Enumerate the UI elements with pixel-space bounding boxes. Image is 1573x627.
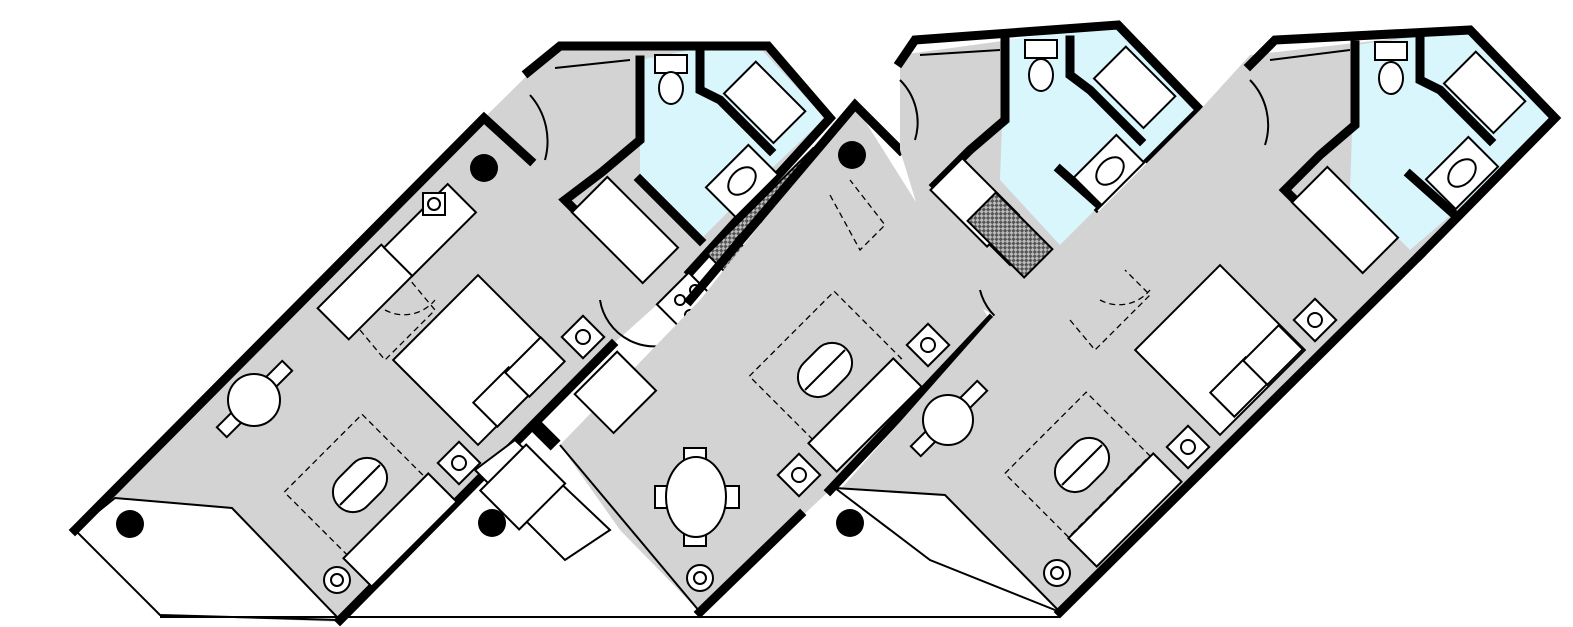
unit-center-desk bbox=[573, 350, 658, 435]
smoke-detector-ring bbox=[693, 571, 707, 585]
toilet-bowl-icon bbox=[1378, 61, 1404, 95]
toilet-icon bbox=[654, 54, 688, 74]
smoke-detector-icon bbox=[422, 192, 446, 216]
coffee-table-line bbox=[1061, 444, 1103, 486]
unit-center-chair bbox=[724, 485, 740, 509]
bathtub-icon bbox=[722, 60, 807, 145]
unit-right-entry-door bbox=[1249, 79, 1270, 146]
toilet-bowl-icon bbox=[658, 71, 684, 105]
entry-kitchen-counter bbox=[966, 191, 1054, 279]
unit-center-sofa bbox=[807, 357, 923, 473]
lamp-ring bbox=[791, 467, 807, 483]
lamp-icon bbox=[436, 440, 482, 486]
unit-right-south-wall bbox=[1053, 248, 1427, 619]
balcony-table bbox=[478, 443, 567, 531]
unit-center-west-edge bbox=[559, 444, 701, 613]
unit-left-shelf bbox=[554, 59, 631, 69]
unit-right-shelf bbox=[1269, 49, 1351, 61]
sink-icon bbox=[1447, 158, 1477, 188]
smoke-detector-ring bbox=[330, 573, 344, 587]
unit-left-north-wall bbox=[521, 41, 837, 279]
unit-left-bath-wall-3 bbox=[633, 173, 707, 247]
unit-right-bath-wall-2 bbox=[1415, 35, 1497, 147]
unit-left-closet bbox=[570, 175, 680, 285]
entry-block-north-wall bbox=[893, 20, 1207, 217]
unit-right-sofa bbox=[1067, 452, 1183, 568]
column-icon bbox=[836, 509, 864, 537]
column-icon bbox=[838, 141, 866, 169]
entry-shelf bbox=[919, 49, 1001, 56]
toilet-icon bbox=[1374, 41, 1408, 61]
unit-right-dining-table bbox=[922, 394, 974, 446]
unit-left-bath-wall-2 bbox=[695, 43, 777, 157]
unit-right-north-wall bbox=[1243, 25, 1562, 262]
lamp-ring bbox=[1307, 312, 1323, 328]
lamp-icon bbox=[905, 322, 951, 368]
unit-right-closet-door-swing bbox=[1069, 269, 1151, 351]
bathtub-icon bbox=[1092, 45, 1177, 130]
unit-right-closet bbox=[1290, 165, 1400, 275]
lamp-icon bbox=[1292, 297, 1338, 343]
toilet-bowl-icon bbox=[1028, 58, 1054, 92]
unit-center-dining-table bbox=[665, 456, 727, 538]
lamp-ring bbox=[451, 455, 467, 471]
unit-center-divider-wall bbox=[823, 313, 997, 497]
coffee-table-line bbox=[804, 349, 846, 391]
unit-left-sofa bbox=[342, 472, 458, 588]
shared-balcony bbox=[473, 419, 612, 562]
unit-left-bed-pillow bbox=[503, 335, 567, 399]
unit-right-bed bbox=[1133, 263, 1307, 437]
column-icon bbox=[478, 509, 506, 537]
unit-left-dining-table bbox=[227, 373, 281, 427]
unit-left-closet-door-swing bbox=[359, 279, 436, 361]
lamp-icon bbox=[560, 314, 606, 360]
coffee-table-line bbox=[339, 464, 381, 506]
smoke-detector-ring bbox=[427, 197, 441, 211]
entry-bath-wall-3 bbox=[1053, 163, 1112, 217]
unit-center-cabinet-swing bbox=[829, 179, 886, 252]
entry-bath-wall-2 bbox=[1065, 35, 1147, 147]
lamp-ring bbox=[1180, 439, 1196, 455]
sink-icon bbox=[1095, 156, 1125, 186]
unit-center-north-wall bbox=[683, 98, 907, 307]
column-icon bbox=[470, 154, 498, 182]
lamp-icon bbox=[776, 452, 822, 498]
unit-left-entry-door bbox=[529, 94, 549, 161]
unit-right-one-bedroom bbox=[831, 25, 1562, 619]
lamp-icon bbox=[1165, 424, 1211, 470]
lamp-ring bbox=[920, 337, 936, 353]
toilet-icon bbox=[1024, 39, 1058, 59]
unit-center-south-wall bbox=[693, 508, 807, 619]
unit-center-studio bbox=[559, 98, 997, 619]
unit-right-bed-pillow bbox=[1241, 323, 1305, 387]
unit-left-one-bedroom bbox=[68, 41, 845, 627]
entry-door bbox=[899, 79, 919, 141]
unit-left-exterior-wall bbox=[68, 111, 537, 537]
bathtub-icon bbox=[1442, 50, 1527, 135]
unit-left-dresser bbox=[382, 182, 478, 278]
lamp-ring bbox=[575, 329, 591, 345]
unit-right-bath-wall-3 bbox=[1403, 168, 1462, 222]
sink-icon bbox=[727, 166, 757, 196]
column-icon bbox=[116, 510, 144, 538]
smoke-detector-ring bbox=[1050, 566, 1064, 580]
wall-block bbox=[529, 419, 561, 451]
